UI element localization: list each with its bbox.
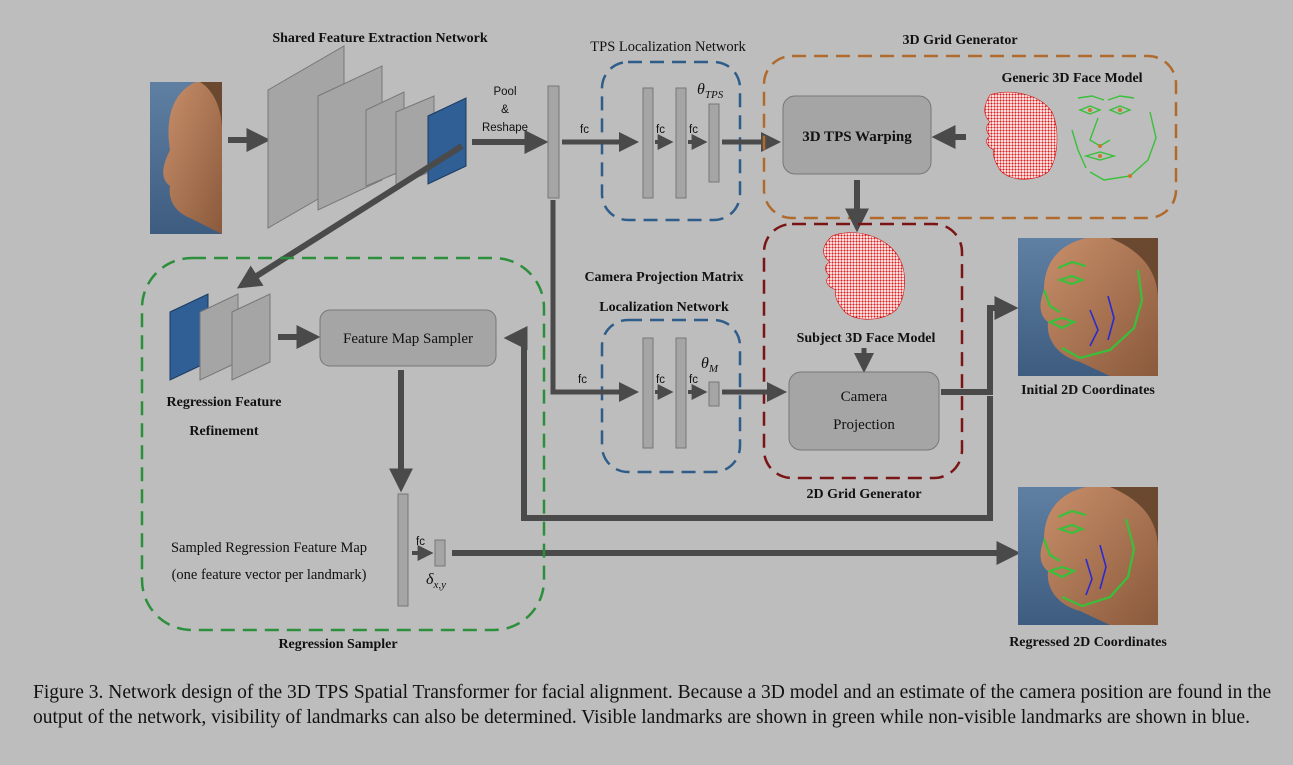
- generic-face-label: Generic 3D Face Model: [1001, 71, 1142, 86]
- tps-fc-layer-2: [675, 87, 687, 199]
- refinement-layers: [169, 293, 271, 381]
- grid2d-box: [762, 222, 964, 480]
- sampled-feature-map: [397, 493, 409, 607]
- generic-3d-landmarks: [1071, 95, 1157, 181]
- and-label: &: [501, 104, 509, 116]
- tps-loc-title: TPS Localization Network: [590, 39, 746, 55]
- sampled-map-label-1: Sampled Regression Feature Map: [171, 540, 367, 556]
- regression-sampler-box: [140, 256, 546, 632]
- initial-2d-image: [1018, 238, 1158, 376]
- regressed-2d-image: [1018, 487, 1158, 625]
- fc-label-tps-1: fc: [580, 124, 589, 136]
- fc-label-tps-3: fc: [689, 124, 698, 136]
- arrow-coords-to-sampler: [503, 326, 993, 521]
- grid3d-title: 3D Grid Generator: [902, 33, 1017, 48]
- fc-label-cam-3: fc: [689, 374, 698, 386]
- theta-m-label: θM: [701, 355, 719, 375]
- camera-projection-box: [788, 371, 940, 451]
- network-diagram: Shared Feature Extraction Network Pool &…: [140, 31, 1178, 652]
- cam-loc-title-1: Camera Projection Matrix: [584, 270, 743, 285]
- arrow-projection-to-initial: [941, 296, 1019, 395]
- pool-label: Pool: [493, 86, 516, 98]
- sampled-map-label-2: (one feature vector per landmark): [172, 567, 367, 583]
- camera-projection-label-2: Projection: [833, 417, 895, 433]
- subject-3d-face-model: [823, 232, 905, 320]
- grid3d-box: [762, 54, 1178, 220]
- input-face-image: [150, 82, 222, 234]
- generic-3d-face-model: [984, 91, 1058, 180]
- tps-fc-layer-1: [642, 87, 654, 199]
- camera-projection-label-1: Camera: [841, 389, 888, 405]
- theta-m-vector: [708, 381, 720, 407]
- feature-map-sampler-label: Feature Map Sampler: [343, 331, 473, 347]
- theta-tps-vector: [708, 103, 720, 183]
- theta-tps-label: θTPS: [697, 81, 724, 101]
- regression-sampler-title: Regression Sampler: [278, 637, 397, 652]
- delta-label: δx,y: [426, 571, 446, 591]
- fc-label-tps-2: fc: [656, 124, 665, 136]
- tps-warping-label: 3D TPS Warping: [802, 129, 912, 145]
- delta-vector: [434, 539, 446, 567]
- arrow-pool-to-cam: [550, 200, 640, 402]
- cam-fc-layer-1: [642, 337, 654, 449]
- fc-label-cam-2: fc: [656, 374, 665, 386]
- initial-coords-label: Initial 2D Coordinates: [1021, 383, 1155, 398]
- fc-label-reg: fc: [416, 536, 425, 548]
- cam-fc-layer-2: [675, 337, 687, 449]
- cam-loc-box: [600, 318, 742, 474]
- reshape-label: Reshape: [482, 122, 528, 134]
- tps-warping-box: [782, 95, 932, 175]
- fc-label-cam-1: fc: [578, 374, 587, 386]
- cam-loc-title-2: Localization Network: [599, 300, 729, 315]
- shared-net-title: Shared Feature Extraction Network: [272, 31, 487, 46]
- arrow-cnn-to-refinement: [236, 143, 464, 289]
- generic-landmark-points: [1088, 108, 1132, 178]
- feature-map-sampler-box: [319, 309, 497, 367]
- cnn-layers: [267, 45, 467, 229]
- regressed-coords-label: Regressed 2D Coordinates: [1009, 635, 1167, 650]
- figure-caption: Figure 3. Network design of the 3D TPS S…: [33, 682, 1272, 728]
- grid2d-title: 2D Grid Generator: [806, 487, 921, 502]
- refinement-label-1: Regression Feature: [167, 395, 282, 410]
- subject-face-label: Subject 3D Face Model: [797, 331, 936, 346]
- pooled-feature-vector: [547, 85, 560, 199]
- refinement-label-2: Refinement: [189, 424, 259, 439]
